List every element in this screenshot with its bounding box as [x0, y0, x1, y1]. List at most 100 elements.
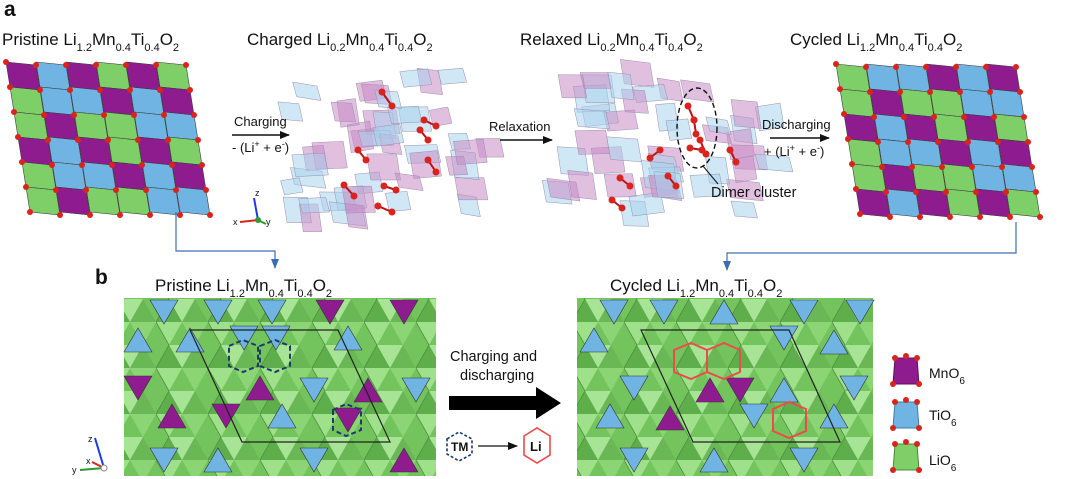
mno6-site: [725, 377, 755, 403]
oxygen-atom: [935, 139, 941, 145]
pale-octahedron: [665, 118, 693, 141]
oxygen-atom: [656, 146, 664, 154]
oxygen-atom: [83, 187, 89, 193]
axis-z-top: z: [255, 188, 260, 198]
oxygen-atom: [79, 162, 85, 168]
oxygen-atom: [41, 112, 47, 118]
oxygen-atom: [901, 114, 907, 120]
relaxation-arrow: Relaxation: [489, 119, 553, 144]
mno6-site: [389, 447, 419, 473]
oxygen-atom: [983, 64, 989, 70]
mno6-site: [157, 403, 187, 429]
axis-x-top: x: [233, 217, 238, 227]
tm-label: TM: [451, 440, 468, 454]
axis-triad-bottom: z y x: [72, 434, 108, 475]
discharging-sub-label: + (Li+ + e-): [764, 143, 824, 159]
oxygen-atom: [11, 109, 17, 115]
li-hexagon: [523, 427, 551, 464]
title-relaxed: Relaxed Li0.2Mn0.4Ti0.4O2: [520, 30, 703, 54]
oxygen-atom: [897, 89, 903, 95]
oxygen-atom: [165, 137, 171, 143]
oxygen-atom: [608, 196, 616, 204]
oxygen-atom: [19, 159, 25, 165]
axis-x-bottom: x: [86, 456, 91, 466]
oxygen-atom: [841, 111, 847, 117]
oxygen-atom: [173, 187, 179, 193]
legend-item-tio6: TiO6: [890, 397, 957, 431]
oxygen-atom: [887, 214, 893, 220]
oxygen-atom: [392, 186, 400, 194]
pale-octahedron: [399, 68, 433, 88]
oxygen-atom: [999, 164, 1005, 170]
pale-octahedron: [291, 152, 329, 177]
pale-octahedron: [574, 129, 610, 155]
charging-sub-label: - (Li+ + e-): [232, 139, 289, 155]
oxygen-atom: [420, 116, 428, 124]
relaxed-crystal-structure: [541, 59, 794, 227]
oxygen-atom: [646, 154, 654, 162]
oxygen-atom: [187, 87, 193, 93]
oxygen-atom: [987, 89, 993, 95]
charged-crystal-structure: [277, 67, 505, 232]
oxygen-atom: [909, 164, 915, 170]
oxygen-atom: [63, 62, 69, 68]
oxygen-atom: [432, 168, 440, 176]
pale-octahedron: [579, 72, 612, 89]
pale-octahedron: [557, 74, 588, 99]
pale-octahedron: [394, 172, 424, 191]
axis-triad-top: z x y: [233, 188, 271, 227]
oxygen-atom: [424, 136, 432, 144]
pale-octahedron: [298, 197, 330, 214]
tio6-site: [709, 299, 739, 325]
oxygen-atom: [626, 182, 634, 190]
oxygen-atom: [849, 161, 855, 167]
oxygen-atom: [123, 62, 129, 68]
tm-site-dashed-2: [259, 338, 291, 374]
oxygen-atom: [127, 87, 133, 93]
oxygen-atom: [879, 164, 885, 170]
tio6-site: [845, 299, 875, 325]
tio6-site: [123, 327, 153, 353]
oxygen-atom: [53, 187, 59, 193]
oxygen-atom: [113, 187, 119, 193]
pale-octahedron: [680, 79, 715, 103]
tio6-site: [261, 325, 291, 351]
oxygen-atom: [927, 89, 933, 95]
oxygen-atom: [3, 59, 9, 65]
pale-octahedron: [277, 101, 304, 122]
dimer-cluster-label: Dimer cluster: [711, 185, 797, 201]
tio6-site: [299, 447, 329, 473]
oxygen-atom: [939, 164, 945, 170]
oxygen-atom: [27, 209, 33, 215]
oxygen-atom: [664, 172, 672, 180]
oxygen-atom: [883, 189, 889, 195]
oxygen-atom: [698, 146, 706, 154]
axis-y-top: y: [266, 217, 271, 227]
pale-octahedron: [606, 136, 642, 163]
tio6-site: [267, 403, 297, 429]
tio6-site: [333, 325, 363, 351]
mno6-site: [389, 299, 419, 325]
oxygen-atom: [973, 189, 979, 195]
oxygen-atom: [692, 130, 700, 138]
tio6-site: [401, 377, 431, 403]
tm-site-dashed-1: [228, 338, 259, 374]
pale-octahedron: [385, 191, 412, 212]
oxygen-atom: [871, 114, 877, 120]
oxygen-atom: [943, 189, 949, 195]
oxygen-atom: [97, 87, 103, 93]
pale-octahedron: [726, 178, 764, 202]
oxygen-atom: [135, 137, 141, 143]
oxygen-atom: [947, 214, 953, 220]
svg-text:MnO6: MnO6: [929, 365, 965, 387]
tio6-site: [595, 403, 625, 429]
pale-octahedron: [754, 153, 794, 173]
oxygen-atom: [953, 64, 959, 70]
oxygen-atom: [105, 137, 111, 143]
oxygen-atom: [867, 89, 873, 95]
oxygen-atom: [1007, 214, 1013, 220]
axis-y-bottom: y: [72, 465, 77, 475]
charging-arrow: Charging - (Li+ + e-): [232, 114, 290, 155]
title-charged: Charged Li0.2Mn0.4Ti0.4O2: [247, 30, 433, 54]
